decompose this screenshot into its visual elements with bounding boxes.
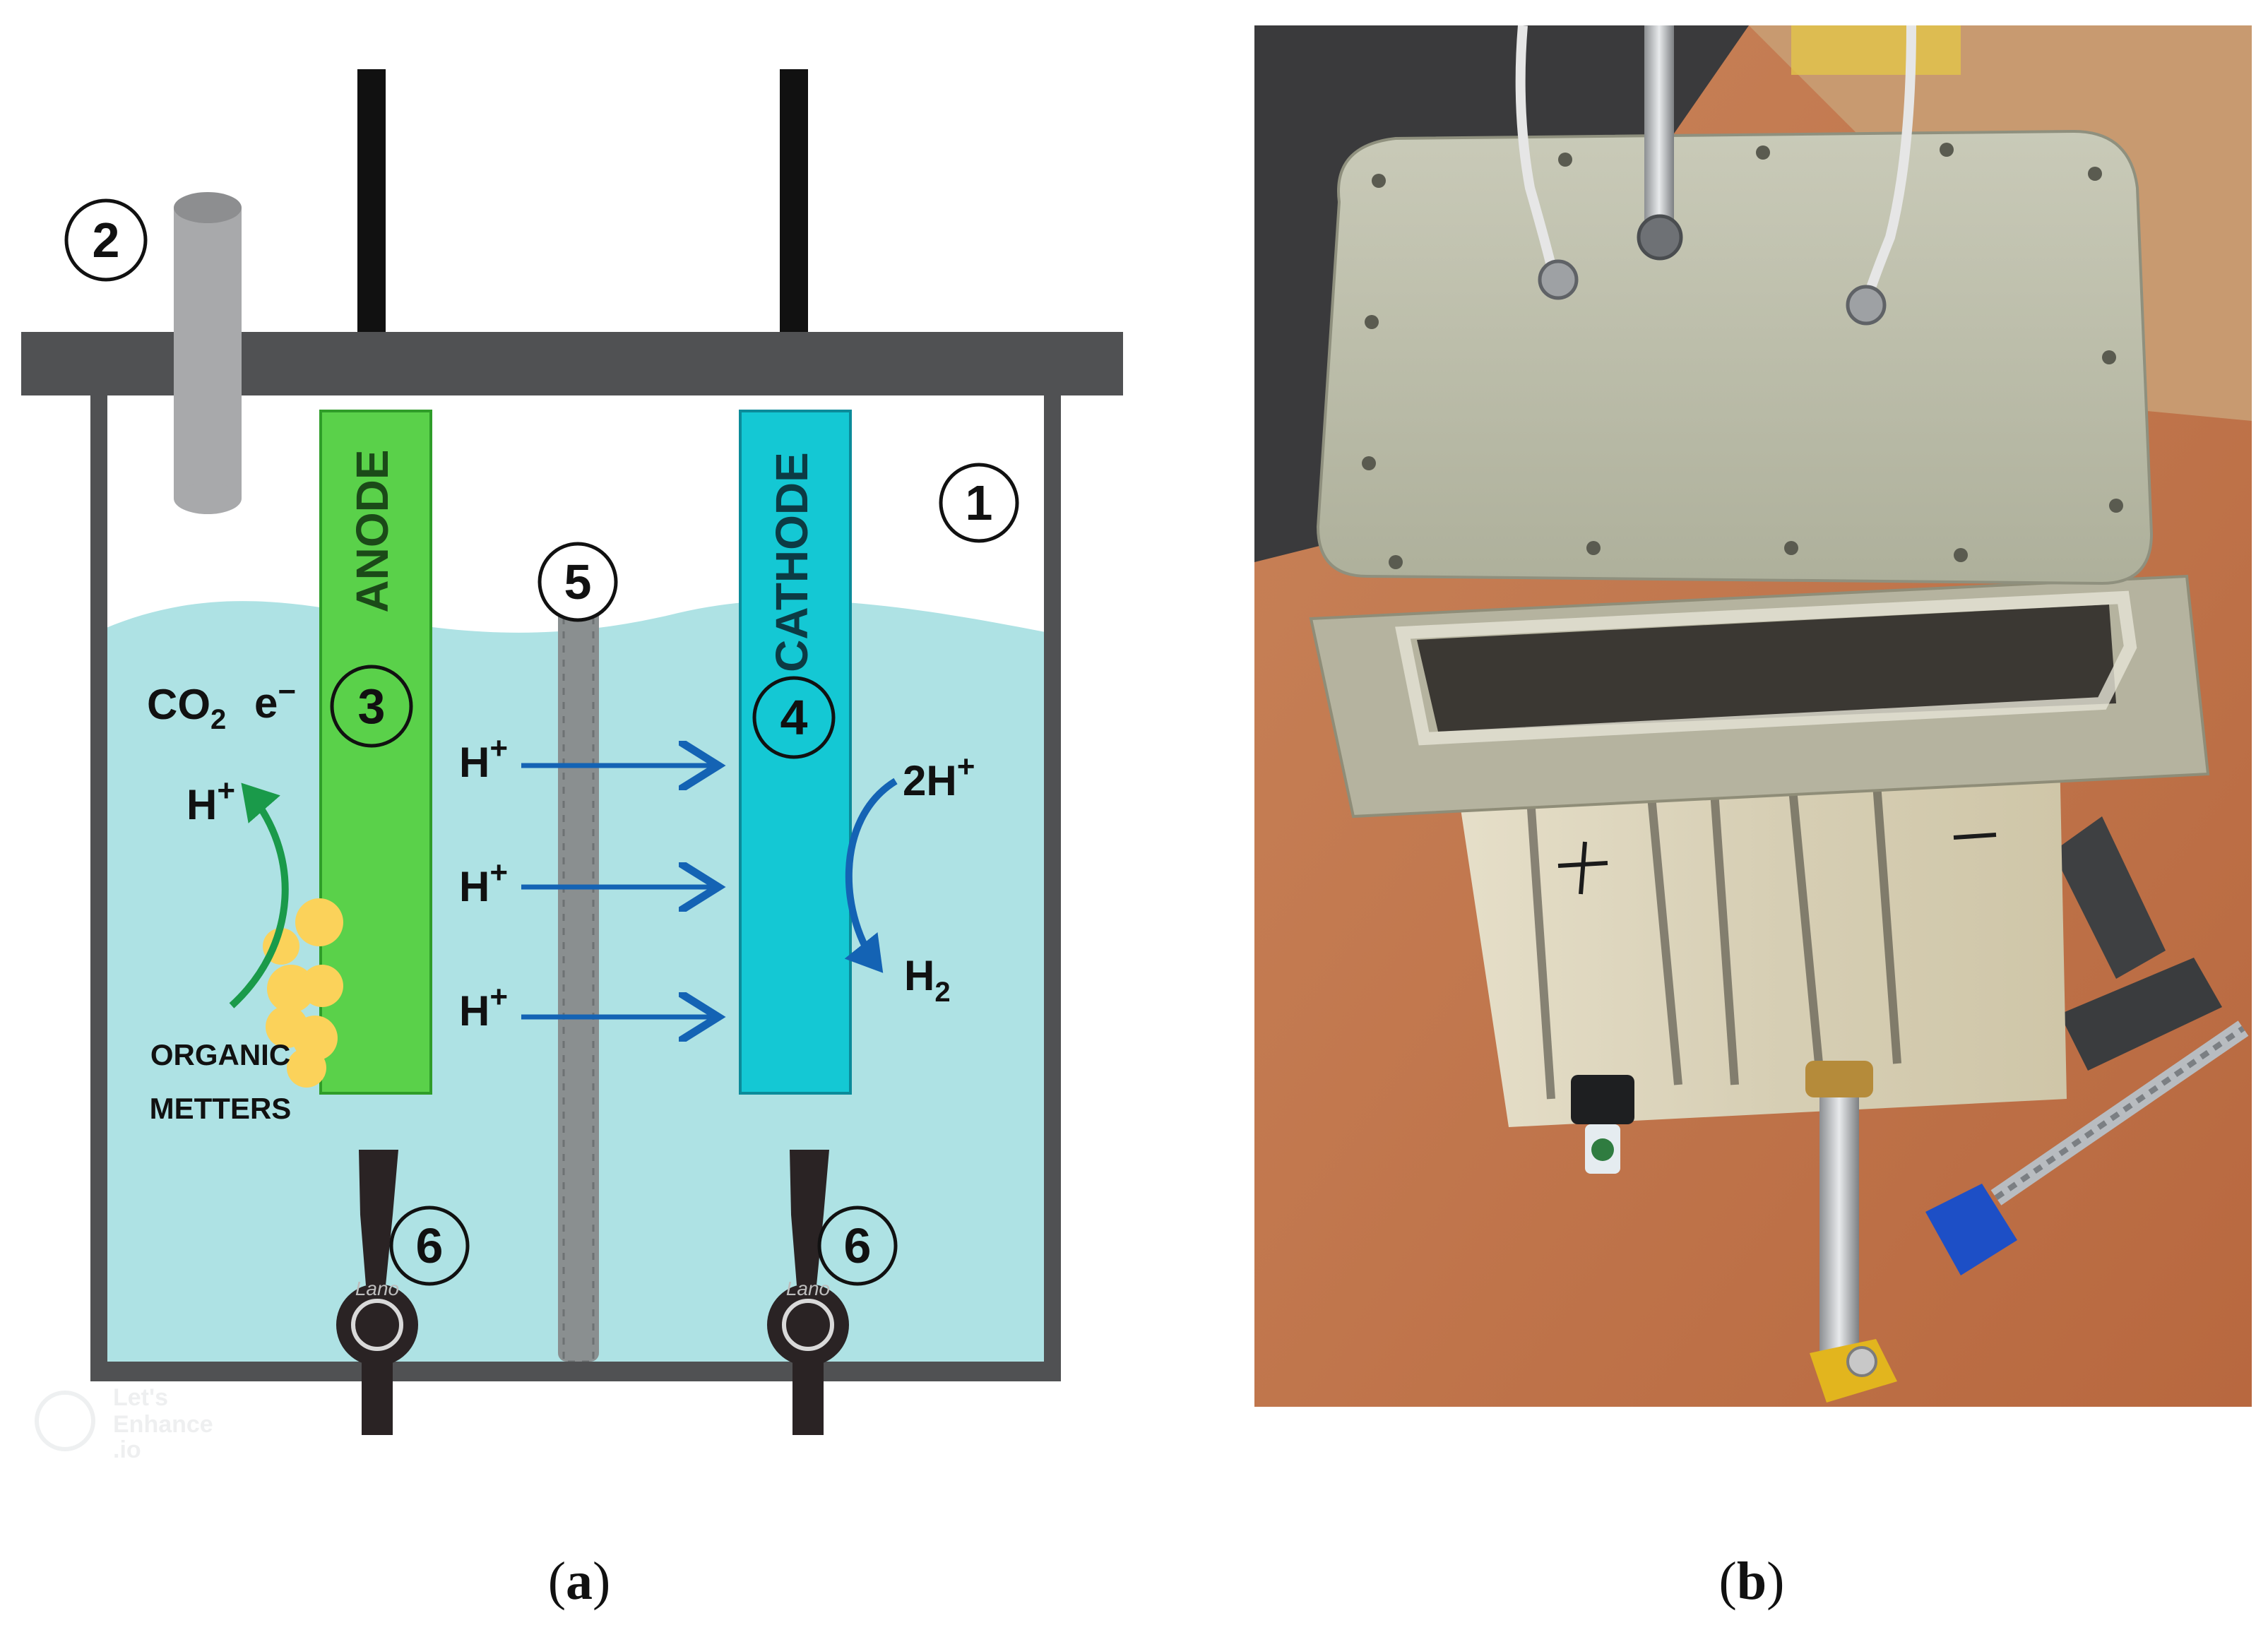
svg-text:Lano: Lano xyxy=(786,1278,830,1299)
svg-text:1: 1 xyxy=(966,475,993,530)
proton-transfer-3: H+ xyxy=(459,980,713,1035)
minus-mark xyxy=(1953,833,1997,840)
gas-outlet-pipe xyxy=(174,192,242,514)
svg-text:Enhance: Enhance xyxy=(113,1411,213,1438)
anode-wire xyxy=(1515,25,1556,267)
right-drain-port xyxy=(1805,1061,1897,1403)
reduction-arrow xyxy=(844,778,898,973)
reactor-diagram: ANODE CATHODE ORGANIC METTERS CO2 e− H+ … xyxy=(21,69,1123,1463)
marker-6-cathode: 6 xyxy=(817,1206,898,1286)
tank-left-wall xyxy=(90,393,107,1381)
plus-mark xyxy=(1557,841,1608,895)
cathode-terminal xyxy=(780,69,808,332)
svg-text:5: 5 xyxy=(564,554,592,609)
anode-drain-valve: Lano xyxy=(336,1150,418,1435)
proton-exchange-membrane xyxy=(558,589,599,1362)
caption-b: (b) xyxy=(1718,1552,1785,1611)
organic-label-line2: METTERS xyxy=(150,1092,292,1125)
oxidation-arrow xyxy=(229,782,289,1008)
svg-text:H+: H+ xyxy=(459,980,508,1035)
tank-right-wall xyxy=(1044,393,1061,1381)
proton-transfer-2: H+ xyxy=(459,855,713,910)
cathode-wire xyxy=(1864,25,1916,296)
svg-text:.io: .io xyxy=(113,1436,141,1463)
svg-text:H+: H+ xyxy=(459,855,508,910)
marker-2: 2 xyxy=(64,198,148,282)
svg-text:3: 3 xyxy=(358,679,386,734)
sealant-rim xyxy=(1395,590,2137,746)
electron-label: e− xyxy=(254,674,296,727)
svg-text:2: 2 xyxy=(93,213,120,268)
svg-text:6: 6 xyxy=(416,1218,444,1273)
flange-opening xyxy=(1417,605,2116,732)
cathode-plate xyxy=(739,410,852,1095)
cathode-bolt xyxy=(1846,285,1887,326)
body-grime-streaks xyxy=(1526,773,1901,1100)
proton-transfer-1: H+ xyxy=(459,731,713,786)
foam-block-1 xyxy=(2053,816,2166,979)
lid-bolt-holes xyxy=(1362,143,2123,569)
svg-text:Lano: Lano xyxy=(355,1278,399,1299)
marker-6-anode: 6 xyxy=(389,1206,470,1286)
svg-text:Let's: Let's xyxy=(113,1384,168,1411)
anode-terminal xyxy=(357,69,386,332)
marker-5: 5 xyxy=(538,542,618,622)
marker-1: 1 xyxy=(939,463,1019,543)
marker-4: 4 xyxy=(752,676,836,759)
anode-bolt xyxy=(1538,259,1579,300)
background-yellow-object xyxy=(1791,25,1961,75)
organic-matter-blobs xyxy=(263,898,343,1088)
svg-text:6: 6 xyxy=(844,1218,872,1273)
co2-label: CO2 xyxy=(147,681,226,735)
tank-bottom-wall xyxy=(90,1362,1061,1381)
reactor-body xyxy=(1452,753,2067,1127)
gas-pipe-fitting xyxy=(1637,214,1683,261)
blue-hose-connector xyxy=(1925,1020,2249,1275)
left-drain-port xyxy=(1571,1075,1634,1174)
marker-3: 3 xyxy=(330,665,413,748)
anode-proton-label: H+ xyxy=(186,773,235,828)
reactor-photo xyxy=(1254,25,2252,1407)
organic-label-line1: ORGANIC xyxy=(150,1038,290,1071)
hydrogen-label: H2 xyxy=(904,952,951,1008)
svg-text:H+: H+ xyxy=(459,731,508,786)
cathode-drain-valve: Lano xyxy=(767,1150,849,1435)
two-proton-label: 2H+ xyxy=(903,749,975,804)
caption-a: (a) xyxy=(547,1552,611,1611)
upper-lid xyxy=(1316,129,2154,585)
foam-block-2 xyxy=(2060,958,2222,1071)
watermark: Let's Enhance .io xyxy=(35,1384,213,1463)
svg-text:4: 4 xyxy=(780,690,808,745)
gas-pipe-metal xyxy=(1644,25,1674,237)
cathode-label: CATHODE xyxy=(766,452,817,672)
anode-label: ANODE xyxy=(347,449,398,612)
